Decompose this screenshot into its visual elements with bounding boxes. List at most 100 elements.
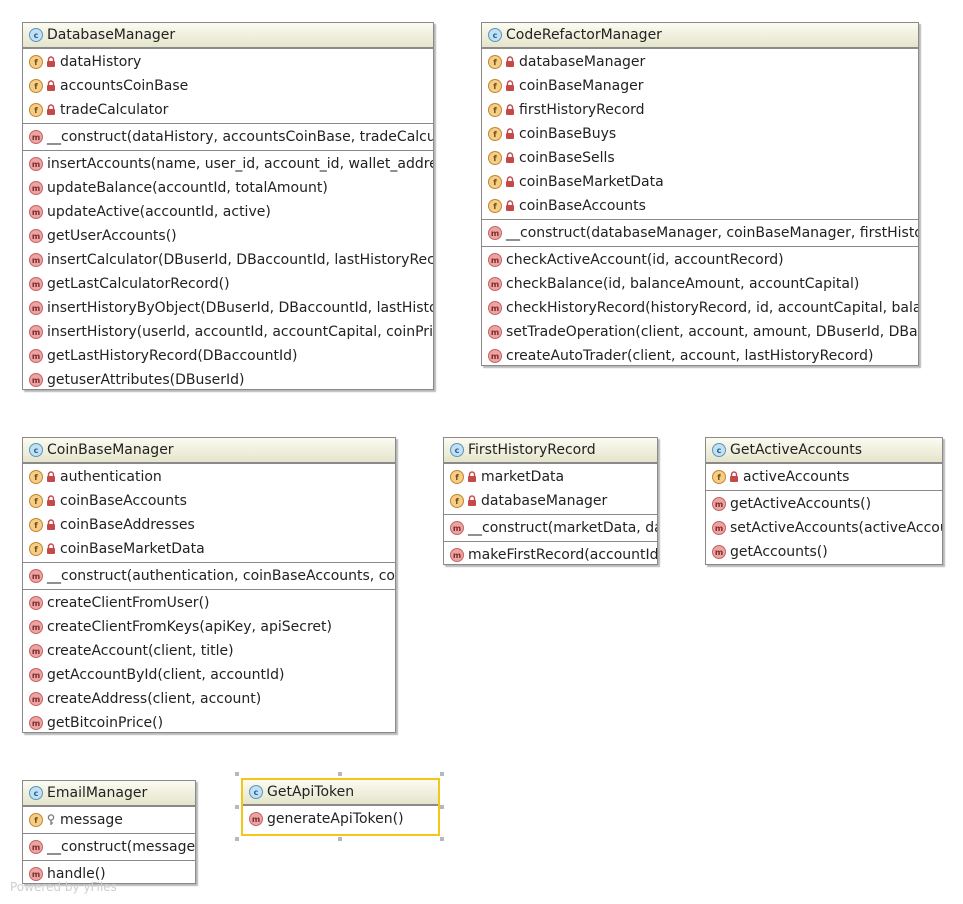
method-signature: createAccount(client, title) bbox=[47, 643, 234, 659]
class-header[interactable]: c GetActiveAccounts bbox=[706, 438, 942, 463]
class-header[interactable]: c CoinBaseManager bbox=[23, 438, 395, 463]
method-icon: m bbox=[29, 349, 43, 363]
resize-handle-right[interactable] bbox=[440, 805, 444, 809]
method-signature: checkHistoryRecord(historyRecord, id, ac… bbox=[506, 300, 919, 316]
resize-handle-top-right[interactable] bbox=[440, 772, 444, 776]
resize-handle-bottom-left[interactable] bbox=[235, 837, 239, 841]
field-name: tradeCalculator bbox=[60, 102, 169, 118]
method-signature: createAddress(client, account) bbox=[47, 691, 262, 707]
private-lock-icon bbox=[47, 56, 55, 67]
class-header[interactable]: c CodeRefactorManager bbox=[482, 23, 918, 48]
resize-handle-bottom[interactable] bbox=[338, 837, 342, 841]
method-row[interactable]: m createAccount(client, title) bbox=[23, 639, 395, 663]
private-lock-icon bbox=[506, 80, 514, 91]
resize-handle-bottom-right[interactable] bbox=[440, 837, 444, 841]
method-icon: m bbox=[249, 812, 263, 826]
method-icon: m bbox=[29, 644, 43, 658]
resize-handle-top-left[interactable] bbox=[235, 772, 239, 776]
field-name: accountsCoinBase bbox=[60, 78, 189, 94]
method-signature: createAutoTrader(client, account, lastHi… bbox=[506, 348, 874, 364]
constructor-row[interactable]: m__construct(dataHistory, accountsCoinBa… bbox=[23, 125, 433, 149]
field-icon: f bbox=[29, 55, 43, 69]
method-icon: m bbox=[29, 277, 43, 291]
field-name: activeAccounts bbox=[743, 469, 850, 485]
resize-handle-left[interactable] bbox=[235, 805, 239, 809]
constructor-row[interactable]: m__construct(authentication, coinBaseAcc… bbox=[23, 564, 395, 588]
class-header[interactable]: c FirstHistoryRecord bbox=[444, 438, 657, 463]
constructor-row[interactable]: m__construct(databaseManager, coinBaseMa… bbox=[482, 221, 918, 245]
field-name: coinBaseBuys bbox=[519, 126, 617, 142]
private-lock-icon bbox=[506, 56, 514, 67]
constructor-row[interactable]: m__construct(message bbox=[23, 835, 195, 859]
method-icon: m bbox=[29, 157, 43, 171]
constructor-section: m__construct(databaseManager, coinBaseMa… bbox=[482, 219, 918, 246]
class-name: GetActiveAccounts bbox=[730, 442, 863, 458]
method-icon: m bbox=[29, 181, 43, 195]
method-signature: getBitcoinPrice() bbox=[47, 715, 164, 731]
field-name: coinBaseMarketData bbox=[519, 174, 664, 190]
method-icon: m bbox=[29, 569, 43, 583]
class-header[interactable]: c GetApiToken bbox=[243, 780, 438, 805]
resize-handle-top[interactable] bbox=[338, 772, 342, 776]
field-icon: f bbox=[29, 470, 43, 484]
constructor-row[interactable]: m__construct(marketData, da bbox=[444, 516, 657, 540]
class-header[interactable]: c EmailManager bbox=[23, 781, 195, 806]
class-header[interactable]: c DatabaseManager bbox=[23, 23, 433, 48]
